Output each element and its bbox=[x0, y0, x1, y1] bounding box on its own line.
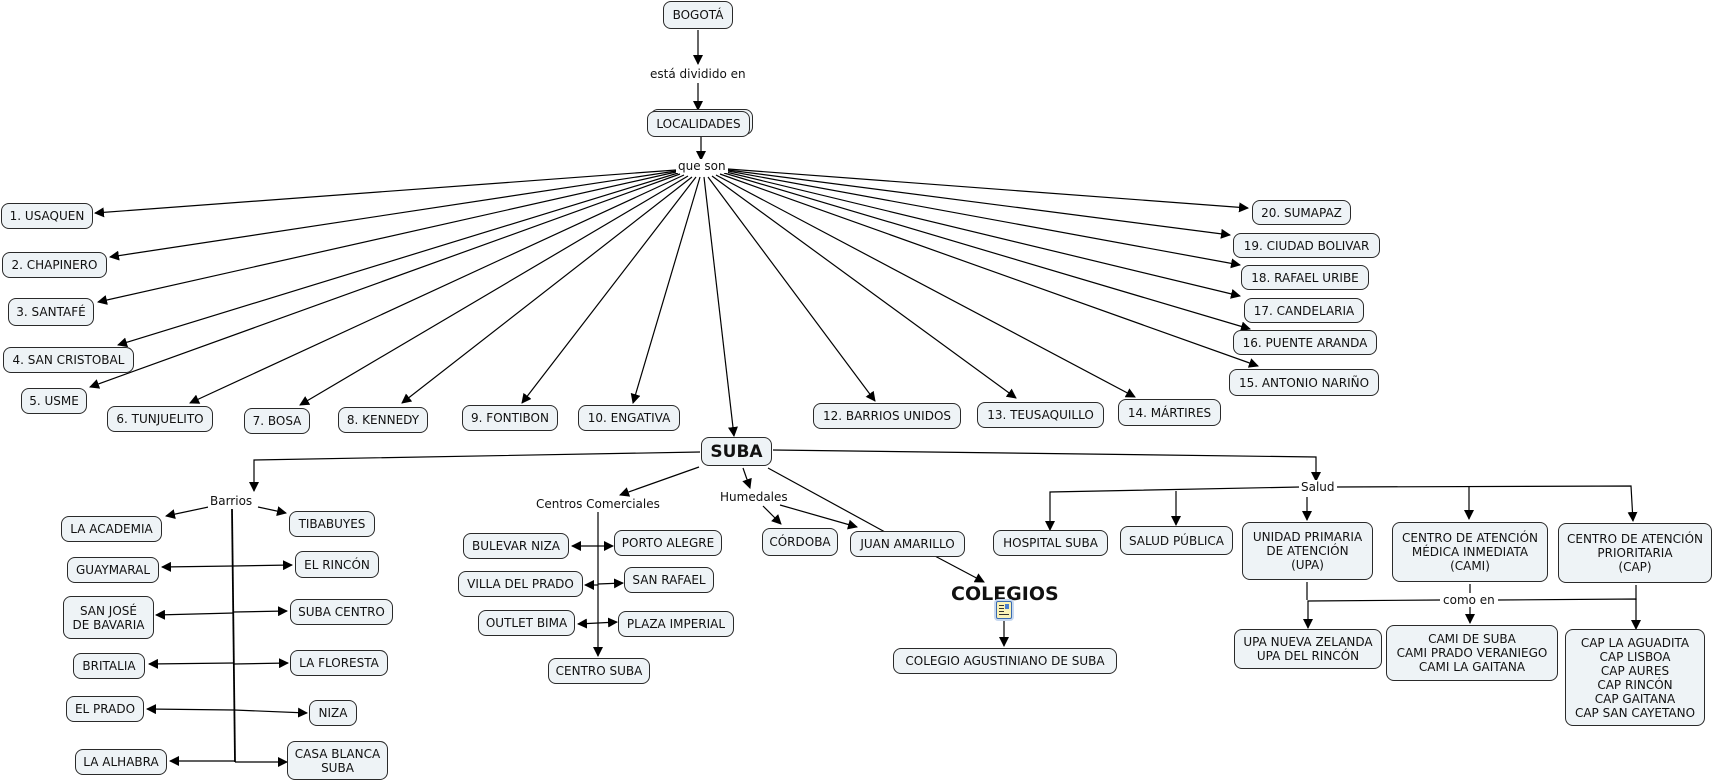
node-cami-examples[interactable]: CAMI DE SUBA CAMI PRADO VERANIEGO CAMI L… bbox=[1386, 625, 1558, 681]
node-locality-15[interactable]: 15. ANTONIO NARIÑO bbox=[1229, 369, 1379, 396]
link-centros-comerciales: Centros Comerciales bbox=[534, 497, 662, 511]
node-centro-comercial[interactable]: PORTO ALEGRE bbox=[614, 530, 722, 556]
node-barrio[interactable]: NIZA bbox=[309, 700, 357, 726]
node-colegios[interactable]: COLEGIOS bbox=[951, 583, 1059, 605]
node-locality-9[interactable]: 9. FONTIBON bbox=[462, 405, 558, 431]
node-bogota[interactable]: BOGOTÁ bbox=[663, 1, 733, 29]
node-salud-publica[interactable]: SALUD PÚBLICA bbox=[1120, 526, 1233, 555]
node-barrio[interactable]: TIBABUYES bbox=[289, 511, 375, 537]
link-esta-dividido-en: está dividido en bbox=[648, 67, 748, 81]
node-locality-17[interactable]: 17. CANDELARIA bbox=[1244, 298, 1364, 323]
node-upa[interactable]: UNIDAD PRIMARIA DE ATENCIÓN (UPA) bbox=[1242, 522, 1373, 580]
node-locality-4[interactable]: 4. SAN CRISTOBAL bbox=[3, 347, 134, 373]
node-colegio-agustiniano[interactable]: COLEGIO AGUSTINIANO DE SUBA bbox=[893, 648, 1117, 674]
node-barrio[interactable]: LA ALHABRA bbox=[75, 749, 167, 775]
edge-suba-salud bbox=[772, 449, 1321, 482]
node-barrio[interactable]: BRITALIA bbox=[73, 653, 145, 679]
link-humedales: Humedales bbox=[718, 490, 790, 504]
node-hospital-suba[interactable]: HOSPITAL SUBA bbox=[993, 530, 1108, 556]
como-en-left bbox=[1303, 599, 1441, 629]
salud-branch-right bbox=[1334, 485, 1638, 522]
barrios-trunk bbox=[231, 508, 236, 763]
node-centro-comercial[interactable]: PLAZA IMPERIAL bbox=[618, 611, 734, 637]
node-locality-7[interactable]: 7. BOSA bbox=[244, 408, 310, 434]
node-locality-19[interactable]: 19. CIUDAD BOLIVAR bbox=[1233, 233, 1380, 258]
node-locality-10[interactable]: 10. ENGATIVA bbox=[578, 405, 680, 431]
edges-que-son bbox=[89, 168, 1259, 437]
edge-suba-centros bbox=[619, 466, 700, 497]
node-cap-examples[interactable]: CAP LA AGUADITA CAP LISBOA CAP AURES CAP… bbox=[1565, 629, 1705, 726]
node-barrio[interactable]: LA ACADEMIA bbox=[61, 516, 162, 542]
document-icon[interactable] bbox=[996, 601, 1012, 619]
node-suba[interactable]: SUBA bbox=[701, 437, 772, 466]
node-barrio[interactable]: LA FLORESTA bbox=[290, 650, 388, 676]
node-centro-comercial[interactable]: BULEVAR NIZA bbox=[463, 533, 569, 559]
node-centro-comercial[interactable]: SAN RAFAEL bbox=[624, 567, 714, 593]
node-barrio[interactable]: EL PRADO bbox=[66, 696, 144, 722]
node-locality-16[interactable]: 16. PUENTE ARANDA bbox=[1233, 330, 1377, 355]
node-locality-20[interactable]: 20. SUMAPAZ bbox=[1252, 200, 1351, 225]
link-que-son: que son bbox=[676, 159, 728, 173]
node-barrio[interactable]: CASA BLANCA SUBA bbox=[287, 741, 388, 780]
node-locality-13[interactable]: 13. TEUSAQUILLO bbox=[977, 402, 1104, 428]
node-upa-examples[interactable]: UPA NUEVA ZELANDA UPA DEL RINCÓN bbox=[1234, 629, 1382, 669]
node-centro-comercial[interactable]: OUTLET BIMA bbox=[478, 610, 575, 636]
node-locality-18[interactable]: 18. RAFAEL URIBE bbox=[1241, 265, 1369, 290]
node-cap[interactable]: CENTRO DE ATENCIÓN PRIORITARIA (CAP) bbox=[1558, 523, 1712, 583]
edge-suba-barrios bbox=[249, 451, 701, 492]
como-en-right bbox=[1497, 598, 1641, 630]
node-centro-comercial[interactable]: VILLA DEL PRADO bbox=[458, 571, 583, 597]
edge-suba-humedales bbox=[742, 467, 752, 489]
node-centro-comercial[interactable]: CENTRO SUBA bbox=[548, 658, 650, 684]
edge-suba-juan-amarillo bbox=[767, 467, 886, 533]
node-locality-6[interactable]: 6. TUNJUELITO bbox=[107, 406, 213, 432]
edge-juan-colegios bbox=[932, 554, 985, 583]
node-locality-8[interactable]: 8. KENNEDY bbox=[338, 407, 428, 433]
link-como-en: como en bbox=[1441, 593, 1497, 607]
node-locality-1[interactable]: 1. USAQUEN bbox=[1, 203, 93, 229]
node-humedal-cordoba[interactable]: CÓRDOBA bbox=[762, 528, 838, 556]
node-locality-14[interactable]: 14. MÁRTIRES bbox=[1118, 399, 1221, 426]
link-salud: Salud bbox=[1299, 480, 1337, 494]
salud-branch-left bbox=[1045, 486, 1301, 531]
node-locality-2[interactable]: 2. CHAPINERO bbox=[2, 252, 107, 278]
link-barrios: Barrios bbox=[208, 494, 255, 508]
node-barrio[interactable]: GUAYMARAL bbox=[67, 557, 159, 583]
node-humedal-juan-amarillo[interactable]: JUAN AMARILLO bbox=[850, 531, 965, 557]
node-barrio[interactable]: SAN JOSÉ DE BAVARIA bbox=[63, 596, 154, 639]
node-locality-12[interactable]: 12. BARRIOS UNIDOS bbox=[813, 403, 961, 429]
node-locality-3[interactable]: 3. SANTAFÉ bbox=[8, 298, 94, 326]
node-localidades[interactable]: LOCALIDADES bbox=[647, 111, 750, 137]
node-locality-5[interactable]: 5. USME bbox=[21, 388, 87, 414]
node-barrio[interactable]: EL RINCÓN bbox=[295, 551, 379, 578]
node-barrio[interactable]: SUBA CENTRO bbox=[290, 599, 393, 625]
node-cami[interactable]: CENTRO DE ATENCIÓN MÉDICA INMEDIATA (CAM… bbox=[1392, 522, 1548, 582]
